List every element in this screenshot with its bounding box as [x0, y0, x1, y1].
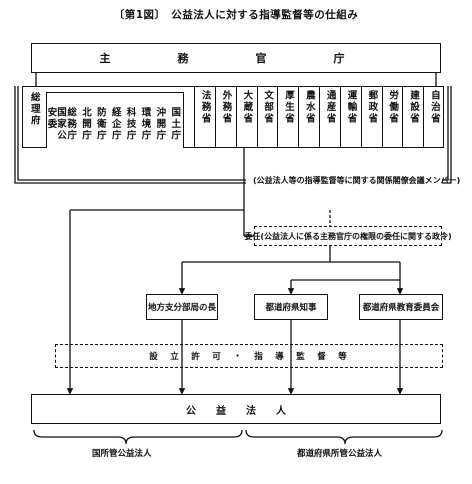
agency-label: 建設省 — [407, 90, 419, 125]
ministry: 大蔵省 — [235, 86, 257, 148]
delegate-label: 都道府県教育委員会 — [362, 303, 440, 313]
agency-label: 総務庁 — [65, 107, 77, 142]
cabinet-agency: 防衛庁 — [93, 107, 108, 147]
ministry: 農水省 — [298, 86, 319, 148]
cabinet-agencies-box — [46, 92, 184, 148]
cabinet-agency: 北開庁 — [78, 107, 93, 147]
agency-sorifu: 総理府 — [22, 86, 46, 148]
authorization-label: 設 立 許 可 ・ 指 導 監 督 等 — [149, 352, 349, 362]
delegation-box: 委任(公益法人に係る主務官庁の権限の委任に関する政令) — [244, 226, 452, 246]
cabinet-agency: 環境庁 — [137, 107, 152, 147]
competent-authority-label: 主 務 官 庁 — [99, 52, 373, 65]
agency-label: 防衛庁 — [94, 107, 106, 142]
ministry: 厚生省 — [277, 86, 298, 148]
agency-label: 総理府 — [28, 92, 40, 127]
ministry: 建設省 — [402, 86, 423, 148]
national-label: 国所管公益法人 — [92, 449, 152, 459]
cabinet-agency: 総務庁 — [63, 107, 78, 147]
cabinet-agency: 科技庁 — [122, 107, 137, 147]
ministry: 通産省 — [319, 86, 340, 148]
ministry: 郵政省 — [360, 86, 382, 148]
agency-label: 文部省 — [262, 90, 274, 125]
cabinet-agency: 沖開庁 — [152, 107, 167, 147]
agency-label: 大蔵省 — [241, 90, 253, 125]
cabinet-agency: 国家公安委 — [45, 107, 66, 147]
agency-label: 労働省 — [387, 90, 399, 125]
diagram-title: 〔第1図〕 公益法人に対する指導監督等の仕組み — [113, 9, 359, 21]
ministry: 自治省 — [423, 86, 444, 148]
agency-label: 国家公安委 — [45, 107, 66, 142]
competent-authority-box — [31, 43, 441, 73]
agency-label: 経企庁 — [109, 107, 121, 142]
agency-label: 自治省 — [428, 90, 440, 125]
ministry: 法務省 — [194, 86, 215, 148]
liaison-label: (公益法人等の指導監督等に関する関係閣僚会議メンバー) — [253, 176, 461, 185]
cabinet-agency: 国土庁 — [167, 107, 182, 147]
agency-label: 国土庁 — [169, 107, 181, 142]
prefectural-label: 都道府県所管公益法人 — [297, 449, 383, 459]
ministry: 労働省 — [381, 86, 403, 148]
delegate-label: 都道府県知事 — [265, 303, 317, 313]
cabinet-agency: 経企庁 — [108, 107, 123, 147]
agency-label: 沖開庁 — [154, 107, 166, 142]
agency-label: 環境庁 — [139, 107, 151, 142]
ministry: 運輸省 — [339, 86, 361, 148]
public-corporation-label: 公 益 法 人 — [186, 405, 286, 417]
agency-label: 郵政省 — [366, 90, 378, 125]
agency-label: 農水省 — [303, 90, 315, 125]
ministry: 文部省 — [256, 86, 278, 148]
agency-label: 運輸省 — [345, 90, 357, 125]
authorization-box: 設 立 許 可 ・ 指 導 監 督 等 — [55, 344, 443, 368]
delegation-label: 委任(公益法人に係る主務官庁の権限の委任に関する政令) — [244, 231, 452, 241]
delegate-board-of-education: 都道府県教育委員会 — [359, 294, 443, 320]
delegate-label: 地方支分部局の長 — [147, 303, 216, 313]
agency-label: 厚生省 — [282, 90, 294, 125]
agency-label: 通産省 — [324, 90, 336, 125]
public-corporation-box: 公 益 法 人 — [31, 394, 441, 424]
agency-label: 外務省 — [220, 90, 232, 125]
agency-label: 科技庁 — [124, 107, 136, 142]
agency-label: 法務省 — [199, 90, 211, 125]
ministry: 外務省 — [214, 86, 236, 148]
agency-label: 北開庁 — [79, 107, 91, 142]
